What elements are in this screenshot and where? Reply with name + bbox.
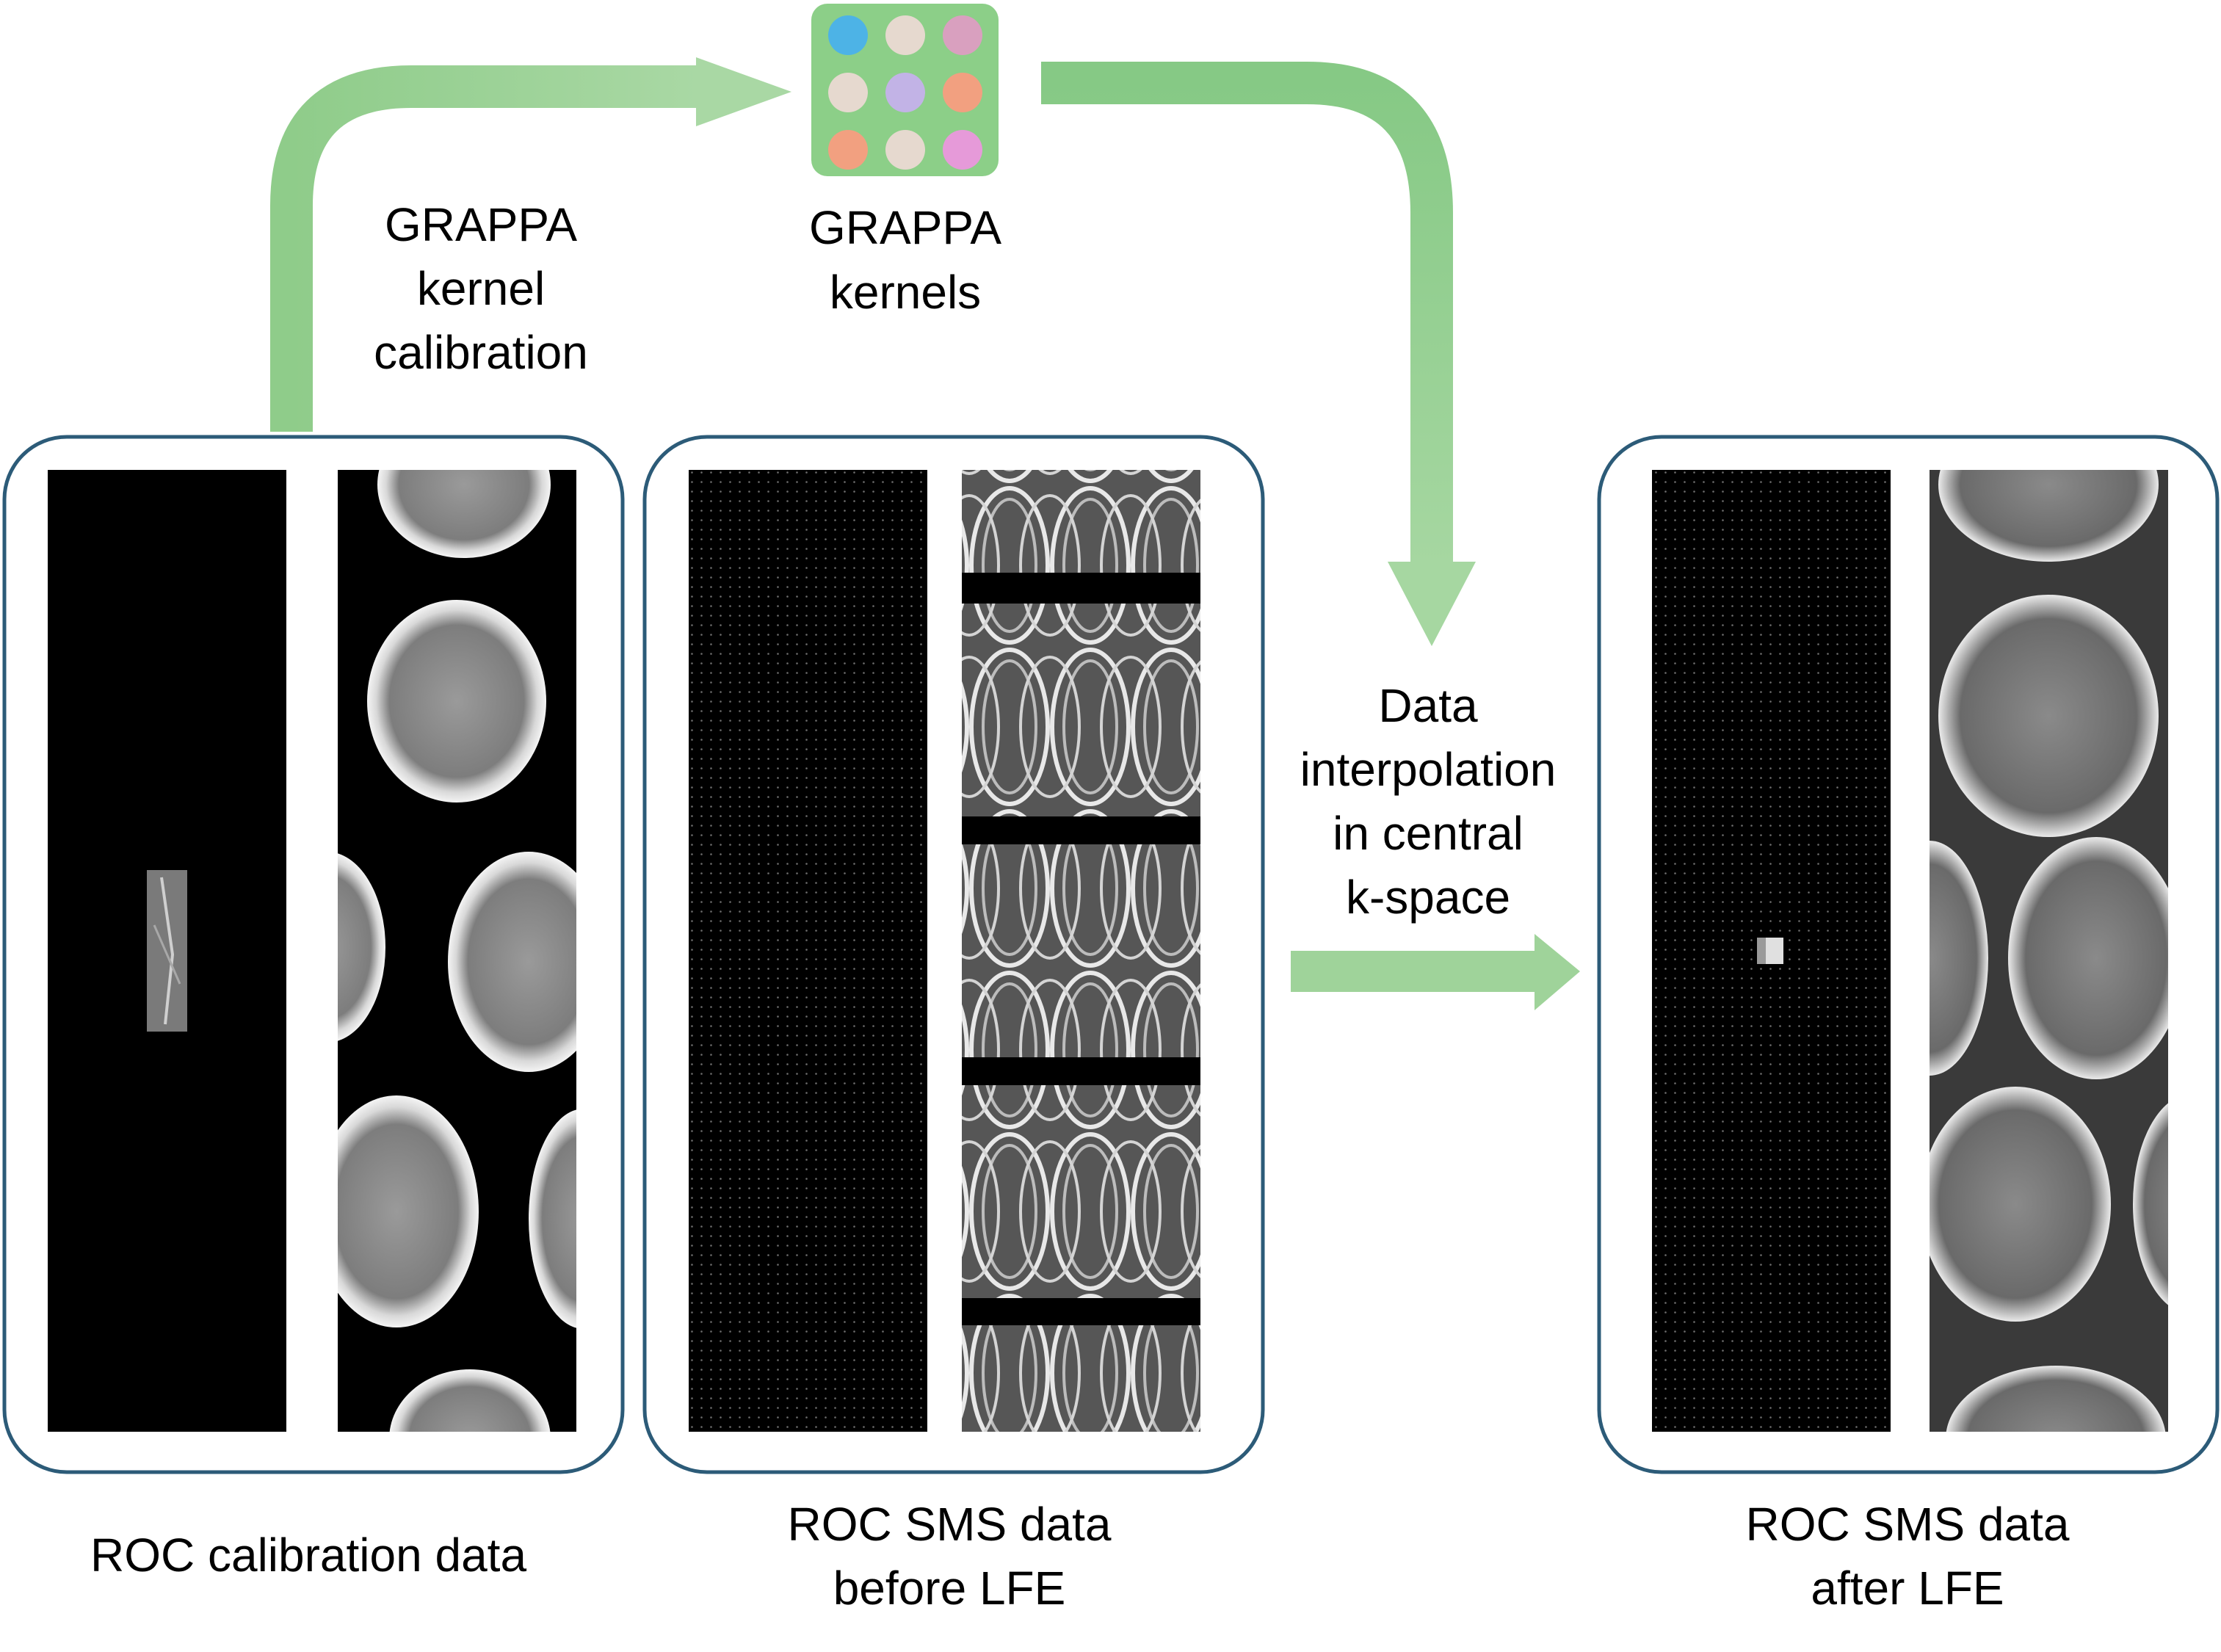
calibration-flow-arrowhead [696, 57, 791, 126]
grappa-kernels-grid [811, 4, 999, 176]
panel-after-line-2: after LFE [1811, 1562, 2004, 1615]
roc-calibration-panel [2, 435, 625, 1474]
panel-before-caption: ROC SMS data before LFE [787, 1498, 1111, 1615]
before-kspace-image [689, 470, 927, 1432]
interpolation-line-2: interpolation [1300, 743, 1557, 796]
kernel-dot-1 [828, 15, 868, 55]
panel-before-line-2: before LFE [833, 1562, 1066, 1615]
panel-before-line-1: ROC SMS data [787, 1498, 1111, 1551]
after-unaliased-image [1930, 470, 2168, 1432]
kernel-apply-arrowhead [1388, 562, 1476, 646]
interpolation-line-3: in central [1333, 807, 1523, 860]
kernel-apply-arrow [1041, 62, 1453, 564]
calibration-image-domain [338, 470, 576, 1432]
kernels-line-1: GRAPPA [809, 201, 1001, 254]
kernel-dot-4 [828, 73, 868, 112]
interpolation-line-1: Data [1378, 679, 1478, 732]
calibration-flow-arrow [270, 65, 698, 432]
panel-after-line-1: ROC SMS data [1745, 1498, 2069, 1551]
kernel-dot-9 [943, 130, 982, 170]
before-aliased-image [962, 470, 1200, 1432]
interpolation-step-label: Data interpolation in central k-space [1300, 679, 1557, 924]
interpolation-arrowhead [1535, 934, 1580, 1010]
calibration-step-label: GRAPPA kernel calibration [374, 198, 588, 379]
roc-sms-before-panel [642, 435, 1265, 1474]
kernel-dot-5 [885, 73, 925, 112]
kernels-label: GRAPPA kernels [809, 201, 1001, 319]
kernel-dot-2 [885, 15, 925, 55]
kernel-dot-3 [943, 15, 982, 55]
kernel-dot-7 [828, 130, 868, 170]
panel-after-caption: ROC SMS data after LFE [1745, 1498, 2069, 1615]
kernel-dot-6 [943, 73, 982, 112]
interpolation-arrow-shaft [1291, 951, 1537, 992]
interpolation-line-4: k-space [1346, 871, 1510, 924]
calibration-step-line-2: kernel [417, 262, 545, 315]
calibration-step-line-3: calibration [374, 326, 588, 379]
kernels-line-2: kernels [830, 266, 981, 319]
calibration-step-line-1: GRAPPA [385, 198, 577, 251]
panel-calibration-caption: ROC calibration data [90, 1529, 526, 1582]
roc-sms-after-panel [1597, 435, 2220, 1474]
kernel-dot-8 [885, 130, 925, 170]
